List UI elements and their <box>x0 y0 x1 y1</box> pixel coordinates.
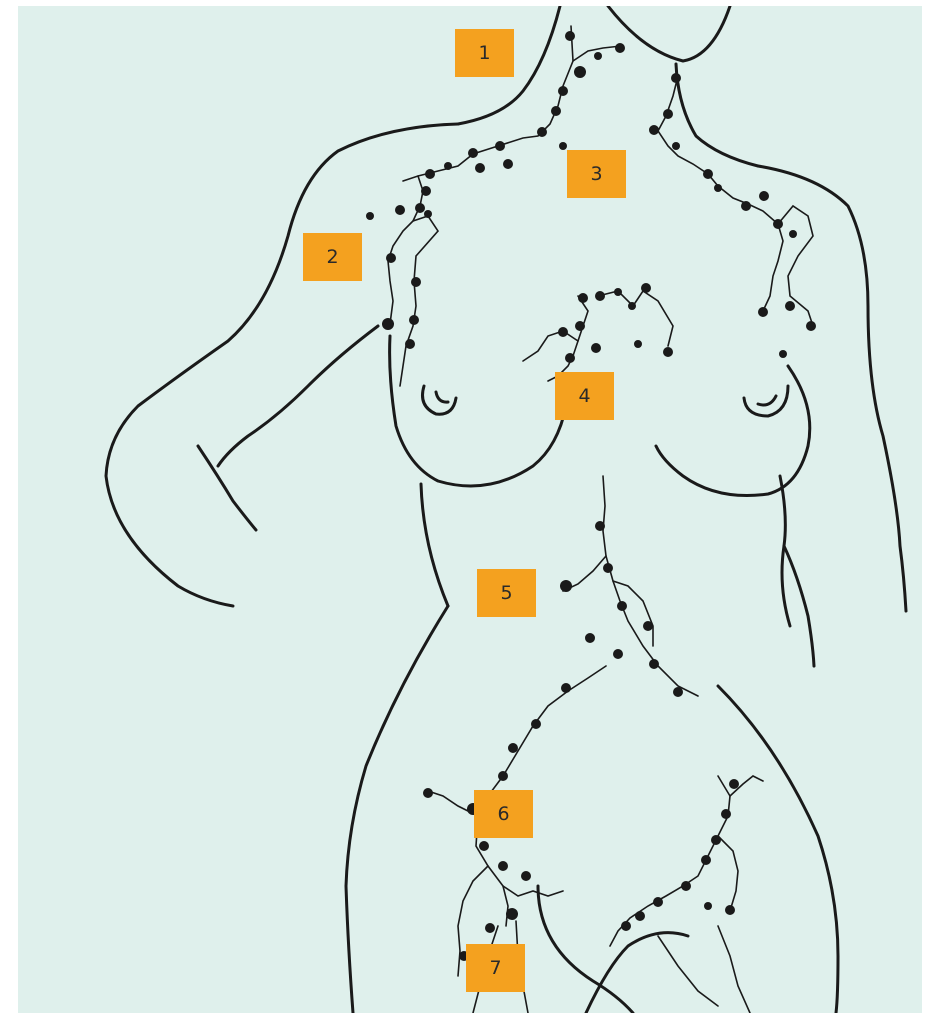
node-axilla-left-7 <box>411 277 421 287</box>
node-clav-right-1 <box>703 169 713 179</box>
node-inguinal-right-7 <box>635 911 645 921</box>
node-neck-3 <box>615 43 625 53</box>
node-axilla-right-4 <box>785 301 795 311</box>
node-inguinal-left-3 <box>508 743 518 753</box>
node-chest-4 <box>628 302 636 310</box>
node-abdomen-9 <box>673 687 683 697</box>
node-abdomen-2 <box>560 580 572 592</box>
node-neck-2 <box>594 52 602 60</box>
node-clav-left-4 <box>503 159 513 169</box>
node-inguinal-left-11 <box>485 923 495 933</box>
node-inguinal-right-6 <box>653 897 663 907</box>
node-neck-right-1 <box>671 73 681 83</box>
region-label-5: 5 <box>477 569 536 617</box>
node-inguinal-right-8 <box>621 921 631 931</box>
region-label-1-text: 1 <box>478 42 490 64</box>
node-axilla-left-8 <box>382 318 394 330</box>
node-axilla-left-5 <box>366 212 374 220</box>
node-inguinal-right-9 <box>725 905 735 915</box>
node-axilla-left-2 <box>415 203 425 213</box>
node-axilla-left-4 <box>424 210 432 218</box>
node-clav-left-6 <box>425 169 435 179</box>
node-clav-left-1 <box>495 141 505 151</box>
region-label-4-text: 4 <box>578 385 590 407</box>
node-clav-left-2 <box>468 148 478 158</box>
node-axilla-right-1 <box>773 219 783 229</box>
node-chest-2 <box>595 291 605 301</box>
node-inguinal-left-9 <box>521 871 531 881</box>
node-neck-right-2 <box>663 109 673 119</box>
lymph-node-illustration <box>18 6 922 1013</box>
node-clav-right-3 <box>741 201 751 211</box>
node-neck-1 <box>565 31 575 41</box>
node-inguinal-right-3 <box>711 835 721 845</box>
node-chest-10 <box>634 340 642 348</box>
node-clav-right-2 <box>714 184 722 192</box>
node-axilla-right-3 <box>758 307 768 317</box>
node-abdomen-3 <box>603 563 613 573</box>
node-chest-11 <box>663 347 673 357</box>
node-abdomen-8 <box>649 659 659 669</box>
node-neck-right-4 <box>672 142 680 150</box>
node-clav-left-5 <box>444 162 452 170</box>
region-label-7: 7 <box>466 944 525 992</box>
node-axilla-right-5 <box>806 321 816 331</box>
node-clav-left-3 <box>475 163 485 173</box>
node-chest-9 <box>565 353 575 363</box>
node-inguinal-right-10 <box>704 902 712 910</box>
region-label-5-text: 5 <box>500 582 512 604</box>
node-inguinal-right-2 <box>721 809 731 819</box>
node-inguinal-left-2 <box>531 719 541 729</box>
region-label-4: 4 <box>555 372 614 420</box>
node-inguinal-left-7 <box>479 841 489 851</box>
node-abdomen-5 <box>643 621 653 631</box>
region-label-3: 3 <box>567 150 626 198</box>
node-inguinal-left-4 <box>498 771 508 781</box>
node-chest-7 <box>558 327 568 337</box>
node-inguinal-left-10 <box>506 908 518 920</box>
node-axilla-right-6 <box>779 350 787 358</box>
node-axilla-left-3 <box>395 205 405 215</box>
node-axilla-right-2 <box>789 230 797 238</box>
node-inguinal-left-6 <box>423 788 433 798</box>
node-chest-6 <box>575 321 585 331</box>
node-neck-6 <box>551 106 561 116</box>
node-axilla-left-1 <box>421 186 431 196</box>
node-chest-1 <box>578 293 588 303</box>
node-inguinal-right-5 <box>681 881 691 891</box>
node-inguinal-right-1 <box>729 779 739 789</box>
node-abdomen-7 <box>613 649 623 659</box>
region-label-6: 6 <box>474 790 533 838</box>
region-label-2-text: 2 <box>326 246 338 268</box>
node-inguinal-right-4 <box>701 855 711 865</box>
node-neck-7 <box>537 127 547 137</box>
node-abdomen-6 <box>585 633 595 643</box>
node-neck-right-3 <box>649 125 659 135</box>
node-neck-5 <box>558 86 568 96</box>
node-chest-3 <box>614 288 622 296</box>
node-axilla-left-6 <box>386 253 396 263</box>
node-abdomen-1 <box>595 521 605 531</box>
node-abdomen-4 <box>617 601 627 611</box>
node-axilla-left-10 <box>405 339 415 349</box>
node-neck-4 <box>574 66 586 78</box>
node-chest-8 <box>591 343 601 353</box>
node-inguinal-left-1 <box>561 683 571 693</box>
node-chest-5 <box>641 283 651 293</box>
region-label-7-text: 7 <box>489 957 501 979</box>
region-label-3-text: 3 <box>590 163 602 185</box>
node-axilla-left-9 <box>409 315 419 325</box>
node-clav-right-4 <box>759 191 769 201</box>
region-label-2: 2 <box>303 233 362 281</box>
region-label-6-text: 6 <box>497 803 509 825</box>
node-neck-8 <box>559 142 567 150</box>
region-label-1: 1 <box>455 29 514 77</box>
node-inguinal-left-8 <box>498 861 508 871</box>
